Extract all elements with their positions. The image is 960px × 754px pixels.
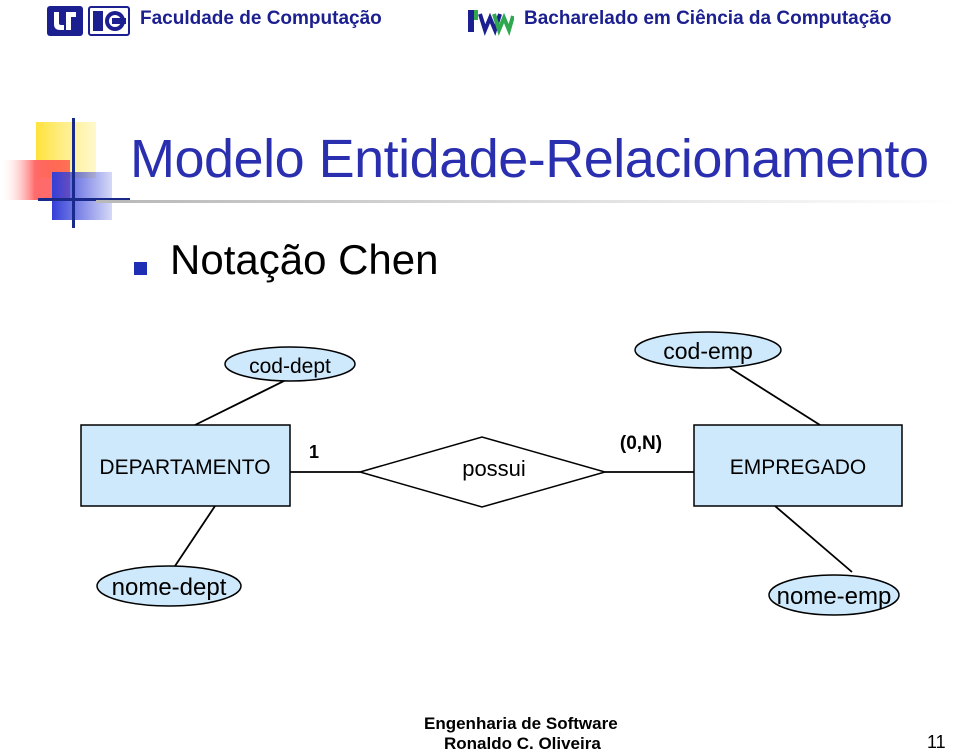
attribute-emp-key-label: cod-emp [663, 338, 752, 364]
ufu-logo [47, 6, 83, 36]
cardinality-left-label: 1 [309, 442, 319, 462]
footer-author: Ronaldo C. Oliveira [444, 734, 601, 753]
bcc-logo [468, 4, 515, 37]
entity-departamento-box [80, 424, 291, 507]
relationship-label: possui [462, 456, 526, 481]
title-underline [96, 200, 960, 203]
cardinality-right-label: (0,N) [620, 433, 662, 454]
bullet-text: Notação Chen [170, 236, 439, 283]
attribute-emp-name-label: nome-emp [777, 583, 892, 610]
header-left-title: Faculdade de Computação [140, 8, 382, 29]
connector-emp-key [729, 367, 821, 426]
relationship-diamond [357, 436, 608, 508]
connector-dept-name [174, 505, 216, 567]
connector-dept-key [194, 377, 291, 426]
decorative-squares [0, 118, 130, 230]
attribute-emp-name-ellipse [768, 574, 900, 616]
attribute-dept-name-ellipse [96, 565, 242, 607]
attribute-dept-key-label: cod-dept [249, 355, 331, 378]
bullet-icon [134, 262, 147, 275]
attribute-dept-key-ellipse [224, 346, 356, 382]
attribute-emp-key-ellipse [634, 331, 782, 369]
footer-course: Engenharia de Software [424, 714, 618, 733]
entity-departamento-label: DEPARTAMENTO [99, 456, 270, 479]
slide-title: Modelo Entidade-Relacionamento [130, 129, 929, 189]
entity-empregado-box [693, 424, 903, 507]
header-right-title: Bacharelado em Ciência da Computação [524, 8, 892, 29]
connector-emp-name [774, 505, 853, 573]
facom-logo [88, 6, 130, 36]
attribute-dept-name-label: nome-dept [112, 574, 227, 601]
entity-empregado-label: EMPREGADO [730, 456, 867, 479]
page-number: 11 [927, 732, 946, 752]
